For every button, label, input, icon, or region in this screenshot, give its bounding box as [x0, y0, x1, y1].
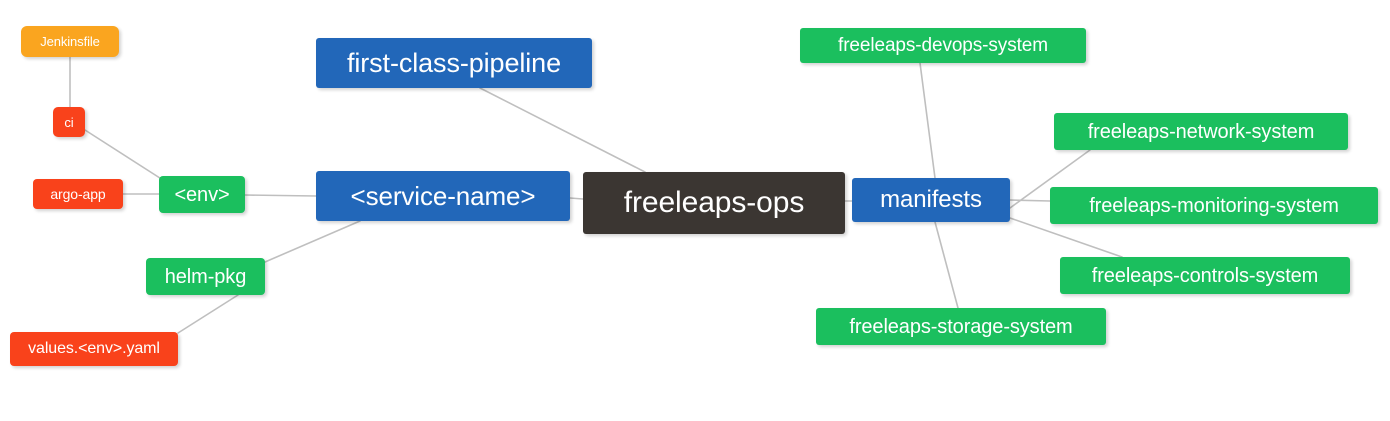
node-env[interactable]: <env>: [159, 176, 245, 213]
edge-helmpkg-servicename: [264, 220, 361, 263]
node-freeleaps-storage-system[interactable]: freeleaps-storage-system: [816, 308, 1106, 345]
edge-firstclasspipeline-freeleapsops: [479, 87, 646, 173]
node-values-env-yaml[interactable]: values.<env>.yaml: [10, 332, 178, 366]
node-jenkinsfile[interactable]: Jenkinsfile: [21, 26, 119, 57]
edge-valuesyaml-helmpkg: [177, 294, 239, 334]
node-argo-app[interactable]: argo-app: [33, 179, 123, 209]
edge-manifests-monitoring: [1009, 199, 1051, 202]
node-freeleaps-controls-system[interactable]: freeleaps-controls-system: [1060, 257, 1350, 294]
edge-manifests-devops: [919, 62, 936, 179]
node-freeleaps-devops-system[interactable]: freeleaps-devops-system: [800, 28, 1086, 63]
edge-manifests-storage: [934, 221, 959, 309]
edge-ci-env: [84, 129, 164, 181]
node-first-class-pipeline[interactable]: first-class-pipeline: [316, 38, 592, 88]
edge-servicename-freeleapsops: [569, 197, 584, 200]
node-freeleaps-network-system[interactable]: freeleaps-network-system: [1054, 113, 1348, 150]
edge-env-servicename: [244, 194, 317, 197]
node-freeleaps-ops[interactable]: freeleaps-ops: [583, 172, 845, 234]
node-helm-pkg[interactable]: helm-pkg: [146, 258, 265, 295]
node-freeleaps-monitoring-system[interactable]: freeleaps-monitoring-system: [1050, 187, 1378, 224]
node-ci[interactable]: ci: [53, 107, 85, 137]
node-service-name[interactable]: <service-name>: [316, 171, 570, 221]
node-manifests[interactable]: manifests: [852, 178, 1010, 222]
